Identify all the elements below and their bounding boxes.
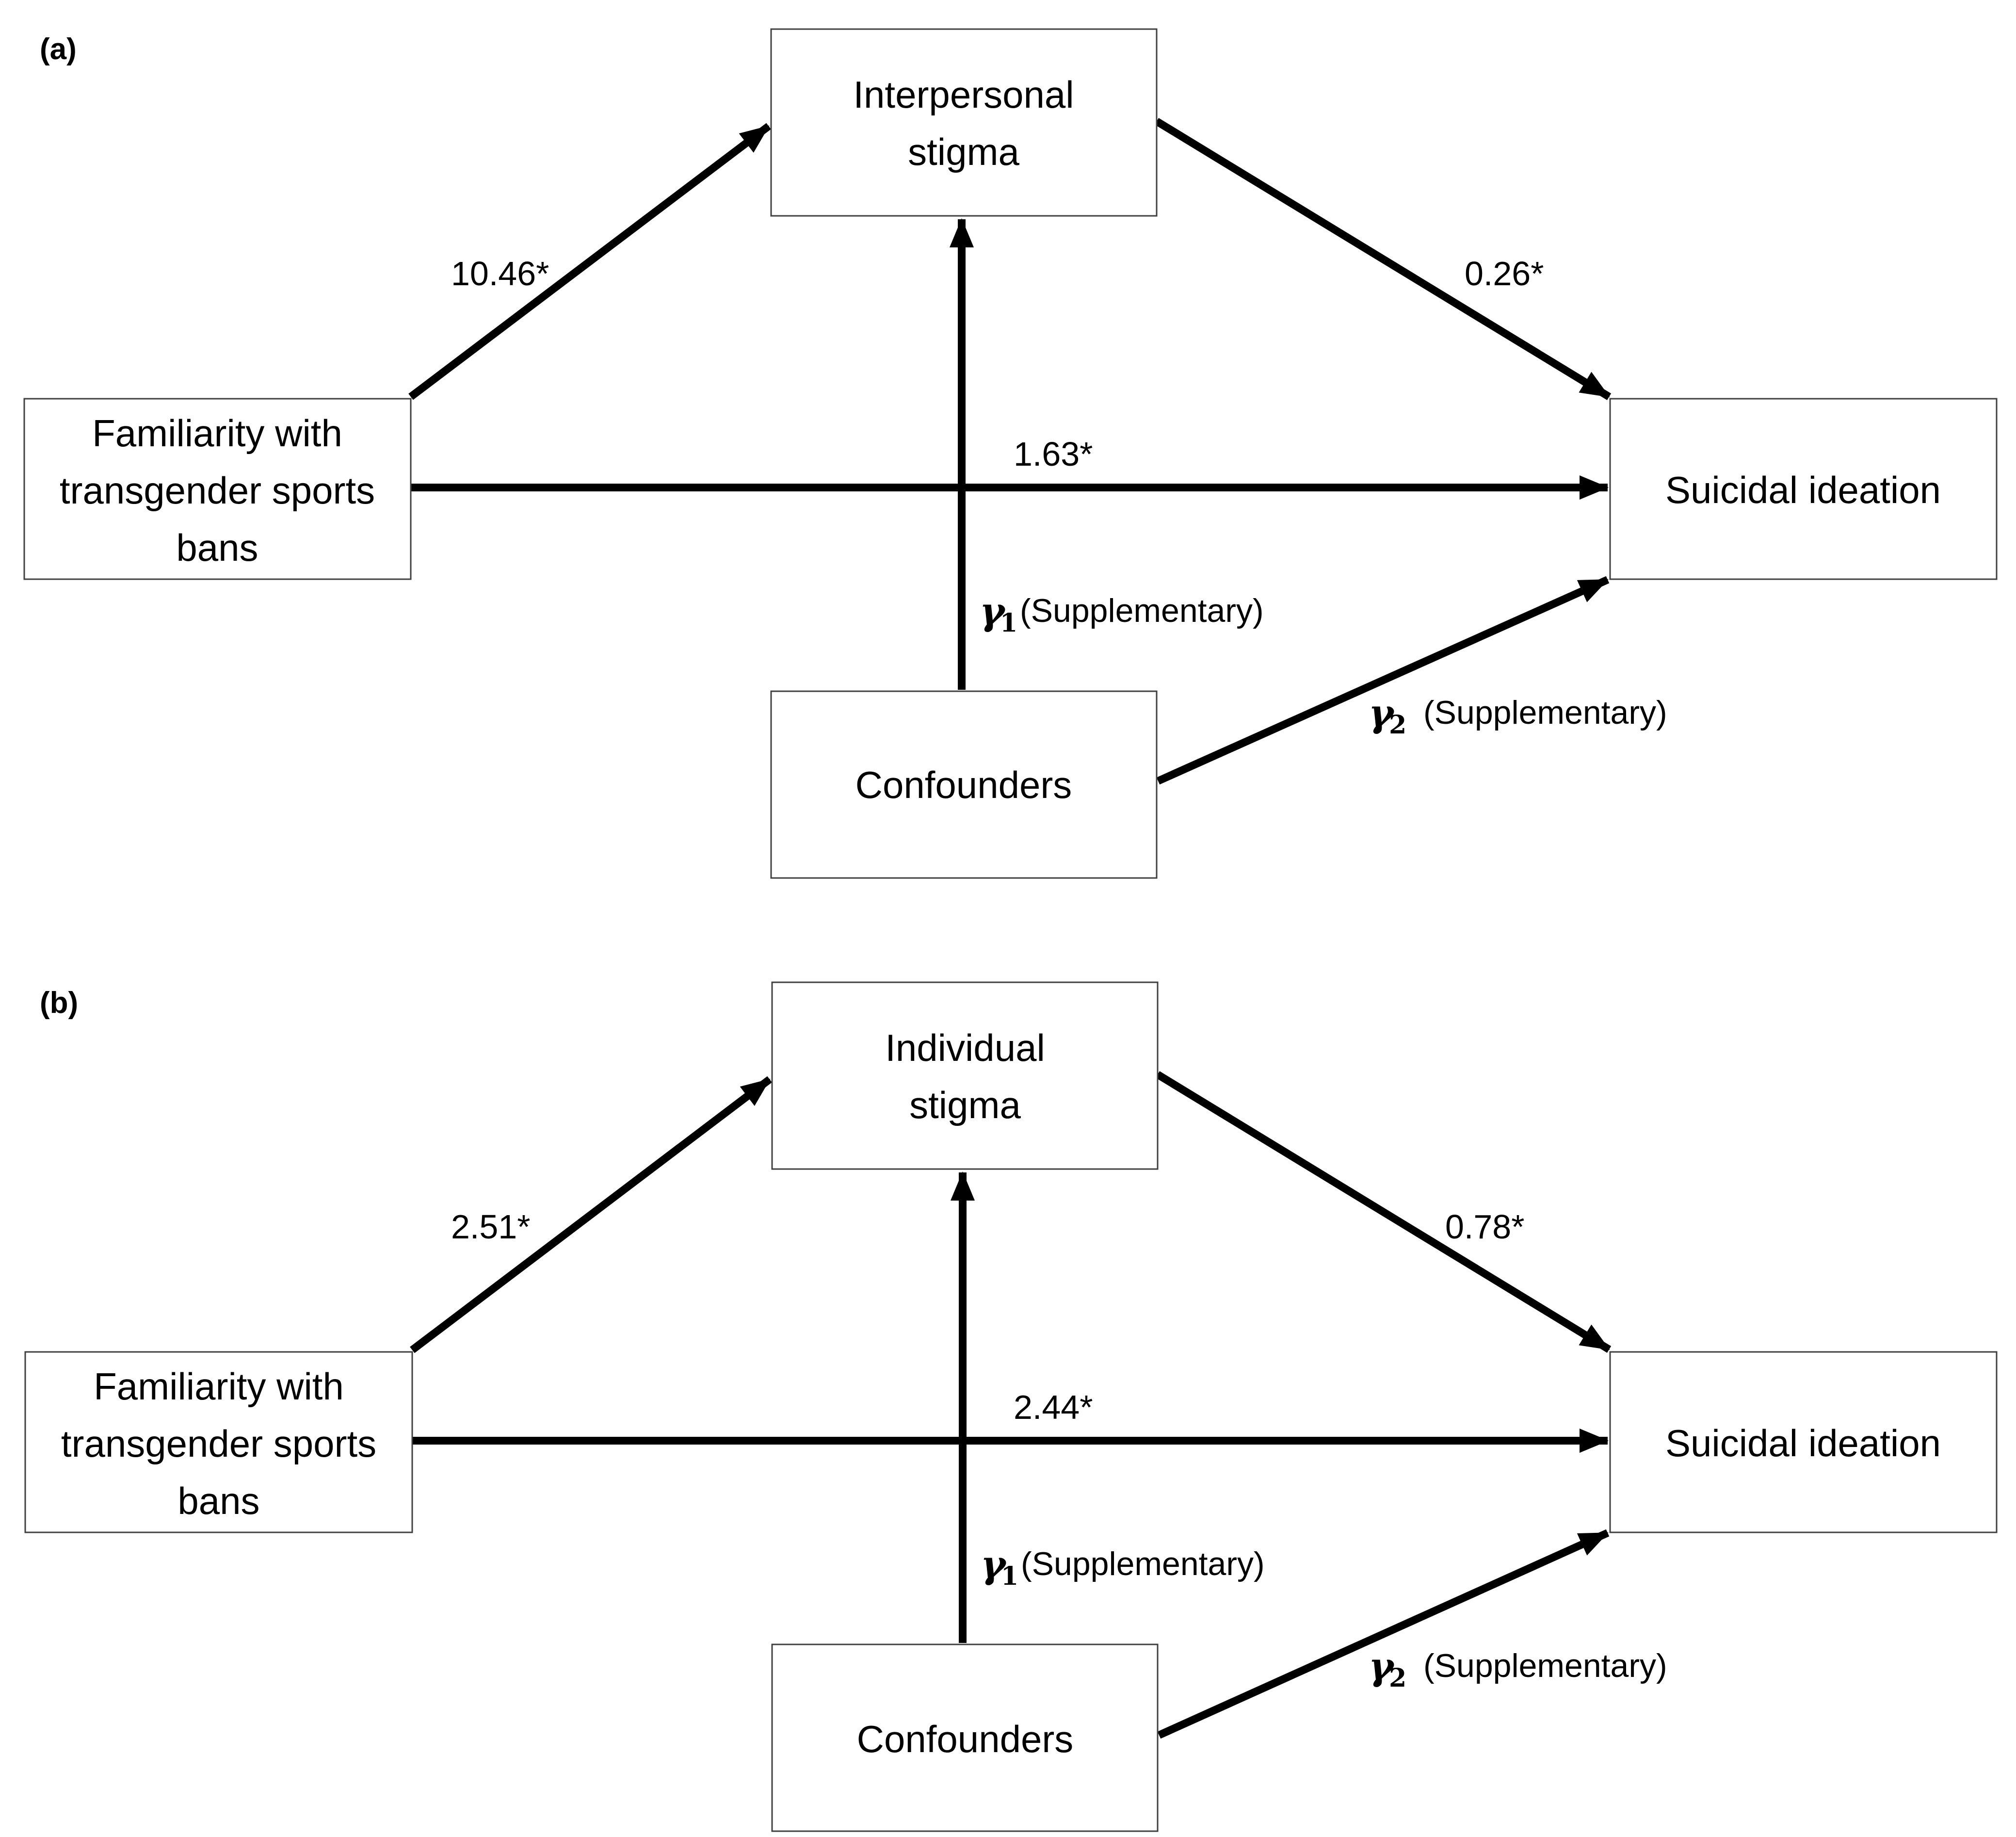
panel-label-a: (a)	[40, 33, 77, 66]
outcome-node-a: Suicidal ideation	[1609, 398, 1998, 580]
svg-text:γ: γ	[981, 1543, 1007, 1587]
svg-text:transgender sports: transgender sports	[60, 469, 375, 512]
svg-text:2: 2	[1389, 710, 1406, 740]
arrow-exposure-to-mediator-b	[410, 1076, 772, 1353]
confounders-node-b: Confounders	[771, 1643, 1159, 1832]
coef-direct-b: 2.44*	[1014, 1388, 1093, 1426]
outcome-node-b: Suicidal ideation	[1609, 1351, 1998, 1533]
panel-a: (a) Interpersonal stigma Familiarity wit…	[23, 28, 1998, 879]
svg-text:Suicidal ideation: Suicidal ideation	[1665, 469, 1941, 511]
arrow-mediator-to-outcome-a	[1154, 118, 1612, 400]
svg-text:Interpersonal: Interpersonal	[853, 73, 1074, 116]
svg-text:(Supplementary): (Supplementary)	[1423, 1647, 1667, 1684]
coef-direct-a: 1.63*	[1014, 435, 1093, 473]
svg-text:(Supplementary): (Supplementary)	[1021, 1545, 1265, 1582]
svg-text:Confounders: Confounders	[857, 1718, 1074, 1760]
svg-text:stigma: stigma	[909, 1084, 1021, 1126]
confounders-node-a: Confounders	[770, 690, 1158, 879]
svg-text:γ: γ	[980, 589, 1006, 634]
gamma1-label-a: γ 1 (Supplementary)	[980, 589, 1264, 638]
coef-exposure-mediator-b: 2.51*	[451, 1208, 530, 1246]
svg-text:stigma: stigma	[908, 130, 1019, 173]
arrow-mediator-to-outcome-b	[1155, 1071, 1612, 1353]
svg-text:(Supplementary): (Supplementary)	[1020, 592, 1264, 629]
gamma2-label-b: γ 2 (Supplementary)	[1369, 1644, 1667, 1693]
svg-text:γ: γ	[1369, 691, 1395, 735]
exposure-node-a: Familiarity with transgender sports bans	[23, 398, 412, 580]
coef-mediator-outcome-a: 0.26*	[1465, 255, 1544, 293]
svg-text:Suicidal ideation: Suicidal ideation	[1665, 1422, 1941, 1464]
svg-text:Familiarity with: Familiarity with	[94, 1365, 344, 1408]
svg-text:Individual: Individual	[885, 1026, 1045, 1069]
mediator-node-b: Individual stigma	[771, 981, 1159, 1170]
svg-text:1: 1	[1000, 608, 1017, 638]
svg-text:γ: γ	[1369, 1644, 1395, 1689]
svg-text:1: 1	[1001, 1561, 1018, 1591]
panel-b: (b) Individual stigma Familiarity with t…	[24, 981, 1998, 1832]
coef-mediator-outcome-b: 0.78*	[1445, 1208, 1524, 1246]
mediator-node-a: Interpersonal stigma	[770, 28, 1158, 217]
svg-text:bans: bans	[176, 526, 258, 569]
svg-text:2: 2	[1389, 1663, 1406, 1693]
svg-text:(Supplementary): (Supplementary)	[1423, 694, 1667, 731]
exposure-node-b: Familiarity with transgender sports bans	[24, 1351, 413, 1533]
svg-text:Familiarity with: Familiarity with	[92, 412, 342, 455]
arrow-confounders-to-outcome-b	[1157, 1529, 1610, 1739]
panel-label-b: (b)	[40, 986, 78, 1020]
svg-text:Confounders: Confounders	[855, 764, 1072, 806]
arrow-exposure-to-mediator-a	[408, 123, 771, 400]
svg-text:transgender sports: transgender sports	[61, 1422, 376, 1465]
gamma1-label-b: γ 1 (Supplementary)	[981, 1543, 1265, 1591]
arrow-confounders-to-outcome-a	[1156, 576, 1610, 785]
coef-exposure-mediator-a: 10.46*	[451, 255, 549, 293]
svg-text:bans: bans	[177, 1479, 259, 1522]
gamma2-label-a: γ 2 (Supplementary)	[1369, 691, 1667, 740]
